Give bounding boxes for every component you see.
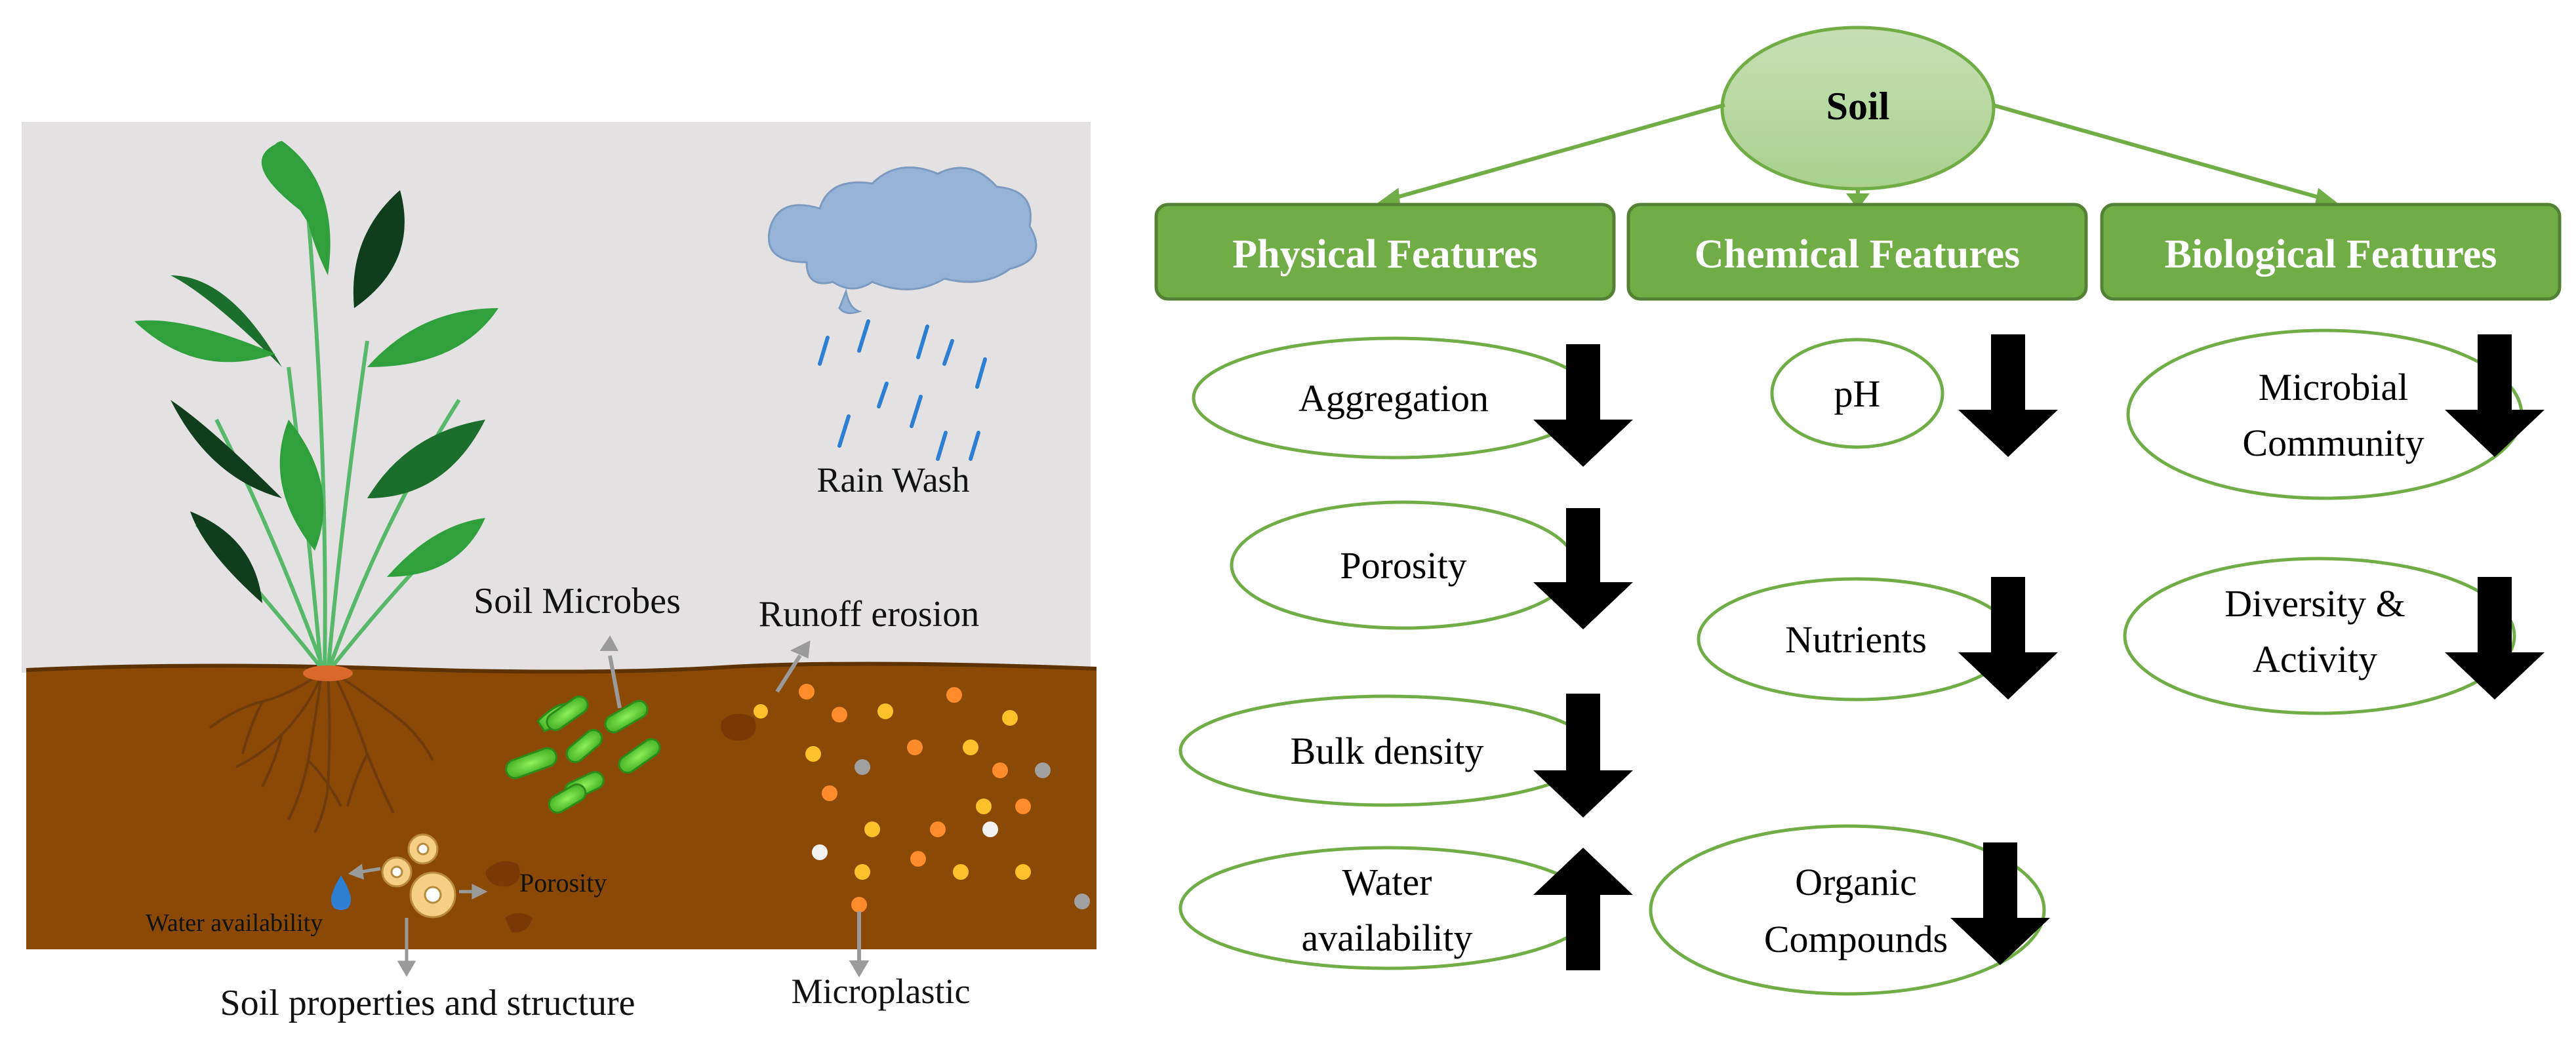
runoff-erosion-label: Runoff erosion xyxy=(759,594,980,635)
arrow-down-icon xyxy=(2445,334,2545,457)
feature-label-line1: Diversity & xyxy=(2224,582,2405,625)
feature-porosity: Porosity xyxy=(1230,500,1577,630)
leaf xyxy=(273,141,331,275)
plant-base xyxy=(303,665,353,681)
leaf xyxy=(367,420,485,498)
feature-label-line1: Water xyxy=(1342,861,1432,903)
feature-organic-compounds: Organic Compounds xyxy=(1649,824,2046,996)
leaf xyxy=(279,420,324,551)
leaf xyxy=(387,518,485,577)
category-biological: Biological Features xyxy=(2100,203,2562,301)
feature-label: Aggregation xyxy=(1298,377,1489,420)
soil-particles xyxy=(721,684,1090,913)
category-chemical: Chemical Features xyxy=(1626,203,2088,301)
leaf xyxy=(367,308,498,367)
arrow-down-icon xyxy=(1533,508,1633,629)
feature-label: Nutrients xyxy=(1785,618,1927,661)
gear-icon xyxy=(381,833,456,919)
microplastic-pointer xyxy=(849,911,870,978)
root-connectors xyxy=(1375,103,2340,209)
water-drop-icon xyxy=(331,875,351,910)
arrow-down-icon xyxy=(1950,842,2050,965)
porosity-label: Porosity xyxy=(519,868,607,898)
leaf xyxy=(134,320,275,363)
category-physical: Physical Features xyxy=(1154,203,1616,301)
porosity-blobs xyxy=(485,861,533,933)
plant-leaves xyxy=(134,141,498,603)
feature-label: Porosity xyxy=(1340,544,1466,587)
feature-water-availability: Water availability xyxy=(1178,846,1596,970)
feature-ph: pH xyxy=(1770,338,1944,449)
soil-illustration: Rain Wash Soil Microbes Runoff erosion xyxy=(22,122,1097,1023)
root-node-label: Soil xyxy=(1826,85,1890,128)
feature-label-line1: Organic xyxy=(1795,861,1917,903)
arrow-down-icon xyxy=(1533,694,1633,818)
feature-microbial-community: Microbial Community xyxy=(2126,328,2524,500)
soil-surface-edge xyxy=(26,662,1097,674)
category-chemical-label: Chemical Features xyxy=(1695,232,2020,277)
feature-label-line2: Community xyxy=(2242,422,2424,464)
soil-features-diagram: Soil Physical Features Chemical Features… xyxy=(1154,26,2562,996)
leaf xyxy=(353,190,405,308)
soil-properties-label: Soil properties and structure xyxy=(220,983,635,1023)
arrow-up-icon xyxy=(1533,848,1633,970)
arrow-down-icon xyxy=(1958,334,2058,457)
arrow-down-icon xyxy=(2445,577,2545,700)
feature-nutrients: Nutrients xyxy=(1697,577,2015,701)
feature-label-line2: Activity xyxy=(2253,638,2377,681)
rain-wash-label: Rain Wash xyxy=(816,460,969,500)
feature-label-line2: availability xyxy=(1302,917,1473,959)
arrow-down-icon xyxy=(1958,577,2058,700)
microbe-pointer xyxy=(599,635,622,709)
trend-arrows xyxy=(1533,334,2545,970)
rain-drops xyxy=(818,319,987,461)
water-availability-label: Water availability xyxy=(146,909,323,937)
feature-label-line1: Microbial xyxy=(2259,366,2409,408)
arrow-down-icon xyxy=(1533,344,1633,467)
category-physical-label: Physical Features xyxy=(1232,232,1538,277)
gear-pointers xyxy=(348,863,488,977)
runoff-pointer xyxy=(775,640,811,693)
feature-label: Bulk density xyxy=(1291,730,1484,772)
soil-microbes xyxy=(505,695,661,814)
leaf xyxy=(190,511,262,603)
feature-aggregation: Aggregation xyxy=(1192,336,1596,460)
feature-label-line2: Compounds xyxy=(1764,918,1948,960)
soil-microbes-label: Soil Microbes xyxy=(473,581,681,622)
category-biological-label: Biological Features xyxy=(2165,232,2497,277)
feature-diversity-activity: Diversity & Activity xyxy=(2123,557,2516,715)
leaf xyxy=(171,400,282,498)
microplastic-label: Microplastic xyxy=(792,972,971,1011)
feature-bulk-density: Bulk density xyxy=(1178,694,1596,807)
rain-cloud xyxy=(767,166,1037,315)
plant-roots xyxy=(209,674,434,833)
feature-label: pH xyxy=(1834,372,1881,415)
